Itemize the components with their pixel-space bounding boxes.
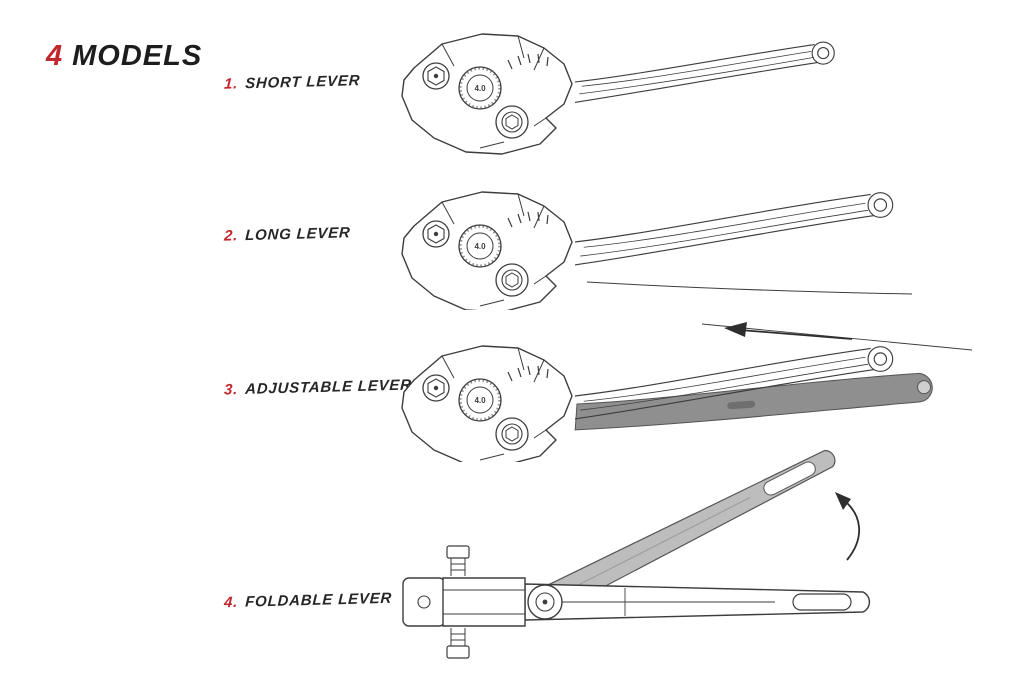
blade-slot (792, 593, 852, 611)
model-number: 3. (223, 381, 239, 399)
model-number: 4. (223, 593, 239, 612)
long-lever-illustration (400, 190, 913, 310)
model-name: LONG LEVER (244, 224, 351, 245)
model-name: FOLDABLE LEVER (244, 589, 393, 611)
model-name: SHORT LEVER (244, 72, 361, 93)
adjust-direction-arrow-icon (724, 322, 853, 340)
fold-direction-arrow-icon (835, 492, 861, 561)
model-label-long-lever: 2. LONG LEVER (224, 224, 351, 244)
model-number: 1. (223, 75, 239, 93)
short-lever-illustration (400, 32, 835, 156)
model-label-short-lever: 1. SHORT LEVER (224, 72, 361, 93)
title-number: 4 (46, 40, 64, 72)
model-number: 2. (223, 227, 239, 245)
blade-lower-guide-line (586, 281, 913, 295)
model-label-foldable-lever: 4. FOLDABLE LEVER (224, 590, 393, 611)
foldable-lever-illustration (402, 449, 871, 659)
clevis-bolt-bottom-icon (446, 628, 470, 659)
fold-clamp-clevis (402, 545, 526, 659)
fold-pivot-bolt-icon (527, 584, 563, 620)
adjustable-lever-illustration (400, 322, 973, 462)
folded-blade-shaded (537, 449, 836, 616)
title-word: MODELS (72, 40, 203, 72)
clevis-bolt-top-icon (446, 545, 470, 576)
lever-arm-horizontal (524, 583, 871, 621)
